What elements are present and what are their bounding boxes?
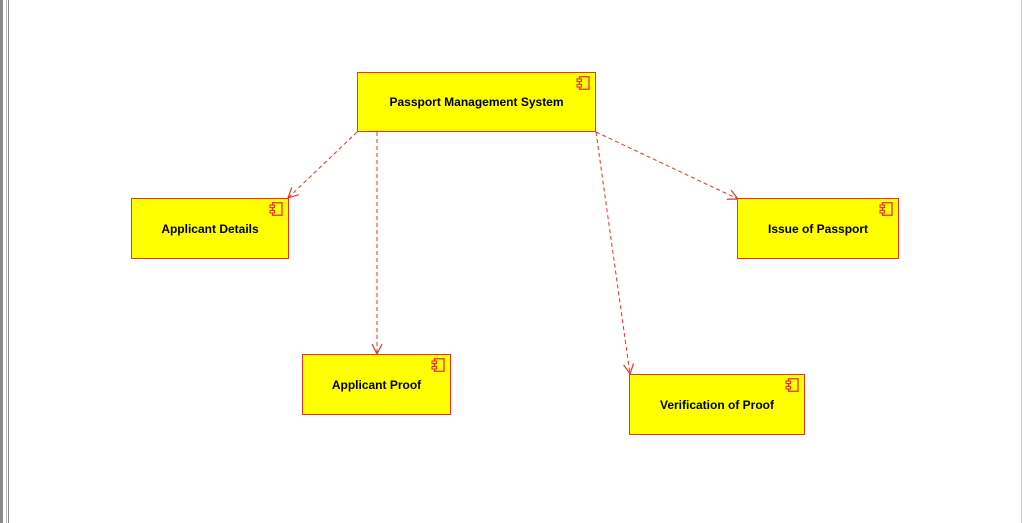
- component-icon: [431, 358, 445, 372]
- component-passport-management-system[interactable]: Passport Management System: [357, 72, 596, 132]
- component-issue-of-passport[interactable]: Issue of Passport: [737, 198, 899, 259]
- component-verification-of-proof[interactable]: Verification of Proof: [629, 374, 805, 435]
- component-icon: [269, 202, 283, 216]
- component-icon: [785, 378, 799, 392]
- component-label: Verification of Proof: [659, 397, 774, 412]
- component-label: Applicant Proof: [331, 377, 422, 392]
- component-label: Passport Management System: [389, 95, 564, 109]
- dependency-pms-to-applicant-details[interactable]: [288, 131, 358, 198]
- left-window-border: [0, 0, 9, 523]
- component-applicant-details[interactable]: Applicant Details: [131, 198, 289, 259]
- component-label: Issue of Passport: [767, 221, 869, 236]
- dependency-pms-to-verification-of-proof[interactable]: [595, 131, 630, 374]
- component-icon: [879, 202, 893, 216]
- component-label: Applicant Details: [161, 221, 259, 236]
- dependency-pms-to-issue-of-passport[interactable]: [595, 131, 738, 199]
- component-applicant-proof[interactable]: Applicant Proof: [302, 354, 451, 415]
- component-icon: [576, 76, 590, 90]
